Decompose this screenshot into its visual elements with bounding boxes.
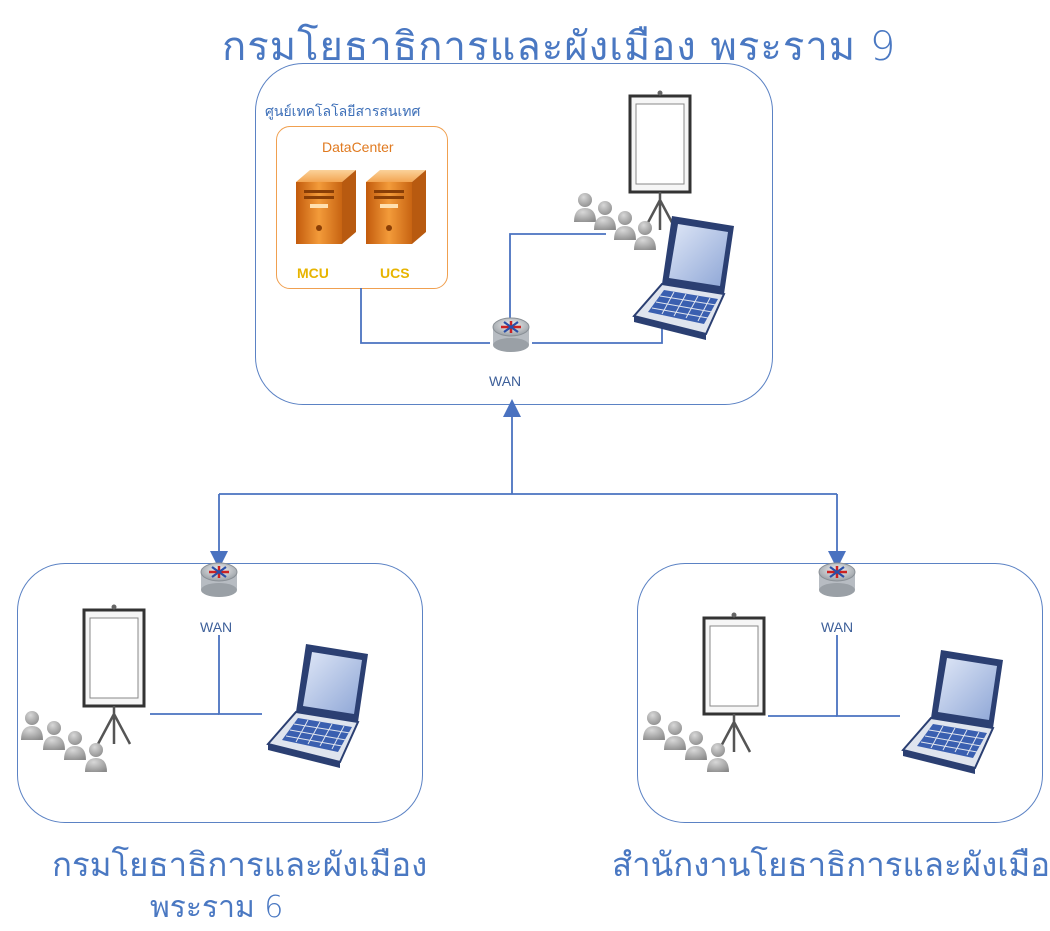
mcu-server-icon (296, 170, 356, 244)
left-projector-screen-icon (82, 603, 146, 746)
left-people-group-icon (21, 711, 107, 772)
ucs-label: UCS (380, 265, 410, 281)
right-people-group-icon (643, 711, 729, 772)
hq-wan-label: WAN (489, 373, 522, 389)
ucs-server-icon (366, 170, 426, 244)
diagram-title: กรมโยธาธิการและผังเมือง พระราม 9 (222, 24, 897, 70)
right-router-icon (817, 561, 857, 599)
left-site-caption-line1: กรมโยธาธิการและผังเมือง (52, 845, 428, 884)
right-projector-screen-icon (702, 611, 766, 754)
mcu-label: MCU (297, 265, 329, 281)
link-router-meeting (509, 233, 606, 325)
link-router-laptop (532, 322, 663, 344)
it-center-label: ศูนย์เทคโลโลยีสารสนเทศ (265, 104, 421, 120)
left-router-icon (199, 561, 239, 599)
hq-router-icon (491, 316, 531, 354)
right-laptop-icon (902, 649, 1004, 775)
datacenter-box (276, 126, 448, 289)
hq-laptop-icon (633, 215, 735, 341)
right-router-laptop (836, 635, 900, 717)
link-dc-router (360, 288, 490, 344)
hq-projector-screen-icon (628, 89, 692, 232)
left-site-caption-line2: พระราม 6 (150, 890, 284, 925)
right-site-caption: สำนักงานโยธาธิการและผังเมือง (612, 845, 1050, 884)
datacenter-label: DataCenter (322, 139, 394, 155)
left-laptop-icon (267, 643, 369, 769)
hq-people-group-icon (574, 193, 656, 250)
left-router-laptop (218, 635, 262, 715)
left-wan-label: WAN (200, 619, 233, 635)
right-wan-label: WAN (821, 619, 854, 635)
